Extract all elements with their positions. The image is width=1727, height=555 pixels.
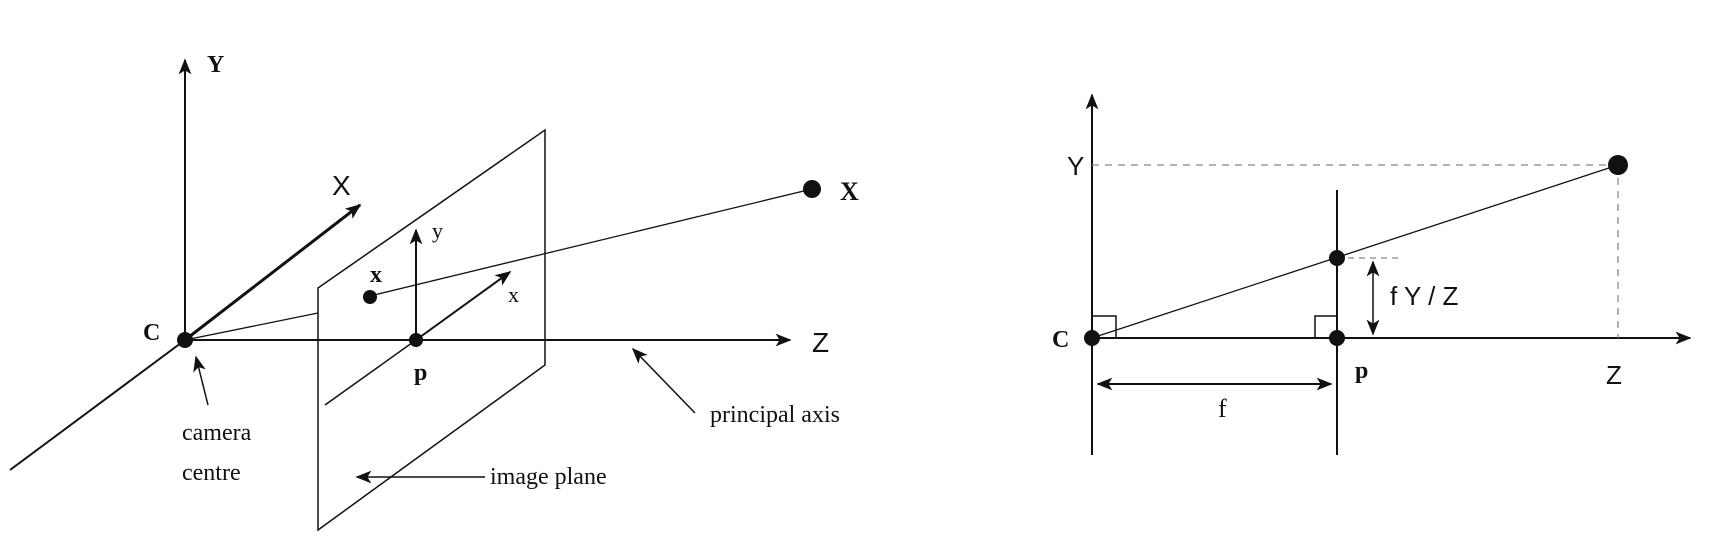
image-x-axis-label: x (508, 282, 519, 307)
camera-centre-text-line1: camera (182, 420, 252, 446)
left-x-axis (184, 203, 362, 342)
camera-centre-text-line2: centre (182, 460, 241, 486)
right-angle-mark-c (1092, 315, 1117, 338)
principal-point-label: p (414, 360, 427, 386)
left-x-axis-back (9, 339, 186, 471)
camera-centre-point (177, 332, 193, 348)
projection-ray-right (369, 188, 813, 297)
left-pinhole-diagram: Y X Z y x C x p X camera centre (9, 52, 859, 532)
right-projection-ray (1091, 164, 1619, 339)
camera-centre-label: C (143, 320, 160, 346)
principal-axis-text: principal axis (710, 402, 840, 428)
image-plane (317, 128, 546, 532)
projection-ray-left (184, 312, 319, 341)
right-camera-centre-label: C (1052, 327, 1069, 353)
image-plane-text: image plane (490, 464, 607, 490)
right-y-axis-label: Y (1067, 151, 1084, 181)
right-angle-mark-p (1314, 315, 1337, 338)
camera-centre-pointer (193, 355, 209, 406)
left-y-axis-label: Y (207, 52, 224, 78)
right-principal-point (1329, 330, 1345, 346)
projection-height-label: f Y / Z (1390, 281, 1459, 311)
world-point (803, 180, 821, 198)
right-world-point (1608, 155, 1628, 175)
world-point-label: X (840, 177, 859, 206)
right-similar-triangles-diagram: Y Z f f Y / Z C p (1052, 93, 1692, 455)
principal-point (409, 333, 423, 347)
image-x-axis (415, 271, 512, 341)
left-x-axis-label: X (332, 170, 351, 201)
right-z-axis-label: Z (1606, 360, 1622, 390)
right-image-point (1329, 250, 1345, 266)
right-camera-centre-point (1084, 330, 1100, 346)
image-point-label: x (370, 262, 382, 288)
image-y-axis-label: y (432, 218, 443, 243)
right-principal-point-label: p (1355, 358, 1368, 384)
image-point (363, 290, 377, 304)
left-z-axis-label: Z (812, 327, 829, 358)
principal-axis-pointer (631, 347, 696, 414)
focal-length-label: f (1218, 394, 1227, 423)
image-x-axis-back (324, 339, 417, 406)
